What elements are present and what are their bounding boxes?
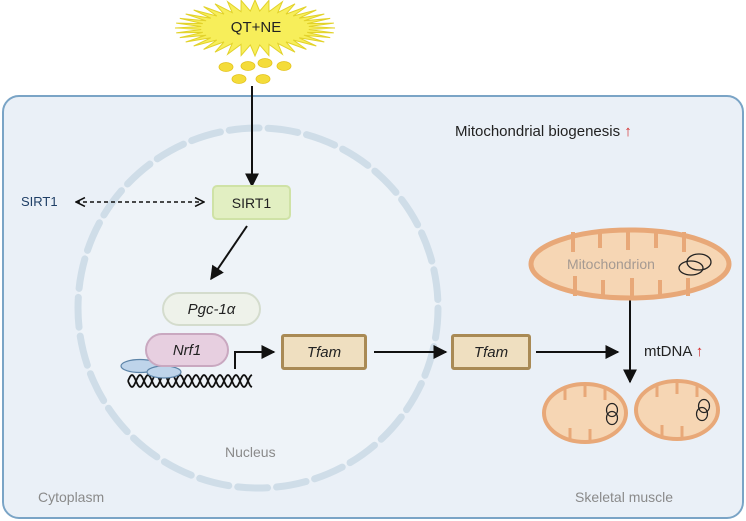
cytoplasm-label: Cytoplasm — [38, 489, 105, 505]
biogenesis-text: Mitochondrial biogenesis — [455, 123, 621, 140]
biogenesis-increase-arrow: ↑ — [624, 123, 632, 140]
stimulus-label: QT+NE — [230, 19, 282, 36]
mitochondrion-small-right — [634, 379, 720, 441]
stimulus-starburst — [174, 0, 336, 58]
sirt1-nucleus-label: SIRT1 — [231, 194, 272, 211]
skeletal-muscle-label: Skeletal muscle — [575, 489, 674, 505]
drug-particles — [218, 58, 292, 84]
mitochondrion-large — [528, 227, 732, 301]
tfam-cytoplasm-label: Tfam — [473, 343, 509, 361]
nrf1-label: Nrf1 — [172, 341, 202, 359]
mitochondrion-small-left — [542, 382, 628, 444]
pgc1a-box: Pgc-1α — [162, 292, 261, 326]
tfam-cytoplasm-box: Tfam — [451, 334, 531, 370]
pgc1a-label: Pgc-1α — [187, 300, 236, 318]
arrow-sirt1-to-pgc1a — [210, 225, 248, 281]
mtdna-text: mtDNA — [644, 343, 692, 360]
dna-binding-site-2 — [146, 365, 182, 379]
tfam-nucleus-label: Tfam — [306, 343, 342, 361]
biogenesis-label: Mitochondrial biogenesis ↑ — [455, 123, 632, 140]
tfam-nucleus-box: Tfam — [281, 334, 367, 370]
arrow-transcription — [234, 345, 276, 369]
sirt1-nucleus-box: SIRT1 — [212, 185, 291, 220]
mitochondrion-label: Mitochondrion — [567, 256, 655, 272]
nucleus-label: Nucleus — [225, 444, 276, 460]
mtdna-increase-arrow: ↑ — [695, 343, 704, 360]
mtdna-label: mtDNA ↑ — [644, 343, 703, 360]
sirt1-cytoplasm-label: SIRT1 — [21, 194, 58, 209]
nrf1-box: Nrf1 — [145, 333, 229, 367]
